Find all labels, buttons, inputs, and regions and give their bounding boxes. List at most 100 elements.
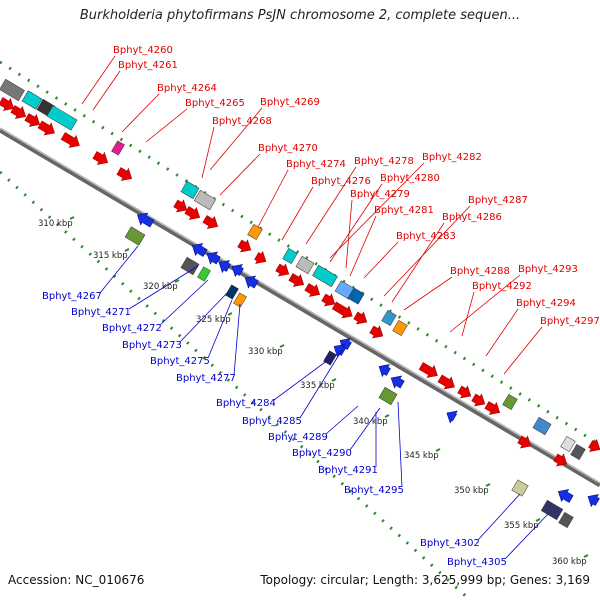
- reverse-gene-label[interactable]: Bphyt_4273: [122, 340, 182, 351]
- forward-gene-label[interactable]: Bphyt_4265: [185, 98, 245, 109]
- forward-gene-arrow: [0, 97, 15, 111]
- reverse-gene-arrow: [191, 243, 208, 257]
- gene-block: [560, 435, 576, 453]
- reverse-gene-label[interactable]: Bphyt_4285: [242, 416, 302, 427]
- forward-gene-arrow: [184, 206, 201, 220]
- reverse-leader-line: [504, 513, 549, 560]
- reverse-leader-line: [349, 407, 381, 451]
- forward-gene-arrow: [331, 301, 353, 319]
- tick-mark: [331, 378, 337, 382]
- forward-gene-label[interactable]: Bphyt_4297: [540, 316, 600, 327]
- forward-gene-label[interactable]: Bphyt_4269: [260, 97, 320, 108]
- reverse-gene-label[interactable]: Bphyt_4291: [318, 465, 378, 476]
- tick-mark: [384, 414, 390, 418]
- reverse-gene-label[interactable]: Bphyt_4275: [150, 356, 210, 367]
- forward-gene-arrow: [517, 435, 532, 449]
- forward-leader-line: [121, 93, 160, 133]
- reverse-gene-label[interactable]: Bphyt_4305: [447, 557, 507, 568]
- reverse-gene-arrow: [587, 494, 600, 508]
- forward-leader-line: [485, 308, 519, 357]
- forward-leader-line: [383, 205, 471, 297]
- forward-leader-line: [329, 183, 383, 263]
- forward-gene-arrow: [353, 311, 368, 325]
- tick-mark: [174, 279, 180, 283]
- forward-leader-line: [345, 199, 353, 269]
- forward-gene-label[interactable]: Bphyt_4283: [396, 231, 456, 242]
- forward-gene-arrow: [553, 453, 568, 467]
- forward-gene-label[interactable]: Bphyt_4274: [286, 159, 346, 170]
- gene-block: [540, 499, 564, 521]
- forward-gene-arrow: [484, 401, 501, 415]
- reverse-gene-label[interactable]: Bphyt_4271: [71, 307, 131, 318]
- kbp-tick-label: 325 kbp: [196, 315, 231, 325]
- forward-gene-label[interactable]: Bphyt_4280: [380, 173, 440, 184]
- reverse-leader-line: [99, 245, 139, 294]
- reverse-gene-arrow: [137, 212, 155, 228]
- forward-gene-arrow: [418, 362, 438, 378]
- gene-block: [46, 105, 78, 131]
- forward-gene-arrow: [37, 120, 55, 136]
- forward-gene-label[interactable]: Bphyt_4292: [472, 281, 532, 292]
- genome-backbone: [0, 127, 600, 488]
- reverse-gene-arrow: [244, 275, 259, 289]
- forward-gene-label[interactable]: Bphyt_4264: [157, 83, 217, 94]
- forward-leader-line: [349, 215, 377, 277]
- kbp-tick-label: 360 kbp: [552, 557, 587, 567]
- forward-gene-arrow: [437, 374, 455, 390]
- gene-block: [570, 443, 586, 461]
- gene-block: [381, 309, 397, 327]
- kbp-tick-label: 310 kbp: [38, 219, 73, 229]
- gene-block: [502, 393, 518, 411]
- gene-block: [193, 189, 217, 211]
- reverse-gene-arrow: [231, 264, 244, 278]
- forward-gene-label[interactable]: Bphyt_4268: [212, 116, 272, 127]
- reverse-gene-arrow: [218, 260, 231, 274]
- forward-gene-label[interactable]: Bphyt_4294: [516, 298, 576, 309]
- reverse-gene-label[interactable]: Bphyt_4295: [344, 485, 404, 496]
- reverse-gene-label[interactable]: Bphyt_4302: [420, 538, 480, 549]
- forward-gene-label[interactable]: Bphyt_4286: [442, 212, 502, 223]
- reverse-gene-label[interactable]: Bphyt_4277: [176, 373, 236, 384]
- forward-leader-line: [81, 55, 116, 105]
- forward-gene-label[interactable]: Bphyt_4281: [374, 205, 434, 216]
- forward-leader-line: [219, 153, 261, 196]
- forward-gene-label[interactable]: Bphyt_4293: [518, 264, 578, 275]
- forward-gene-label[interactable]: Bphyt_4278: [354, 156, 414, 167]
- tick-mark: [583, 554, 589, 558]
- reverse-gene-label[interactable]: Bphyt_4290: [292, 448, 352, 459]
- forward-gene-label[interactable]: Bphyt_4260: [113, 45, 173, 56]
- kbp-tick-label: 350 kbp: [454, 486, 489, 496]
- forward-gene-arrow: [254, 250, 267, 264]
- forward-gene-arrow: [237, 239, 252, 253]
- gene-block: [225, 284, 239, 300]
- forward-leader-line: [391, 222, 445, 303]
- forward-gene-arrow: [321, 293, 336, 307]
- forward-gene-label[interactable]: Bphyt_4287: [468, 195, 528, 206]
- gene-block: [197, 266, 211, 282]
- kbp-tick-label: 335 kbp: [300, 381, 335, 391]
- forward-gene-label[interactable]: Bphyt_4261: [118, 60, 178, 71]
- reverse-gene-arrow: [557, 489, 574, 503]
- gene-labels: Bphyt_4260Bphyt_4261Bphyt_4264Bphyt_4265…: [42, 45, 600, 568]
- forward-gene-label[interactable]: Bphyt_4276: [311, 176, 371, 187]
- forward-gene-label[interactable]: Bphyt_4288: [450, 266, 510, 277]
- gene-block: [124, 226, 146, 246]
- reverse-gene-label[interactable]: Bphyt_4267: [42, 291, 102, 302]
- tick-mark: [435, 448, 441, 452]
- kbp-tick-label: 340 kbp: [353, 417, 388, 427]
- reverse-leader-line: [207, 299, 233, 359]
- gene-block: [347, 287, 365, 305]
- forward-gene-arrow: [304, 283, 321, 297]
- forward-gene-arrow: [60, 132, 80, 148]
- forward-gene-label[interactable]: Bphyt_4279: [350, 189, 410, 200]
- forward-leader-line: [281, 186, 314, 241]
- reverse-gene-arrow: [446, 410, 458, 424]
- reverse-gene-label[interactable]: Bphyt_4289: [268, 432, 328, 443]
- forward-gene-label[interactable]: Bphyt_4282: [422, 152, 482, 163]
- forward-gene-label[interactable]: Bphyt_4270: [258, 143, 318, 154]
- reverse-leader-line: [273, 359, 329, 401]
- tick-mark: [535, 518, 541, 522]
- reverse-gene-label[interactable]: Bphyt_4272: [102, 323, 162, 334]
- reverse-gene-label[interactable]: Bphyt_4284: [216, 398, 276, 409]
